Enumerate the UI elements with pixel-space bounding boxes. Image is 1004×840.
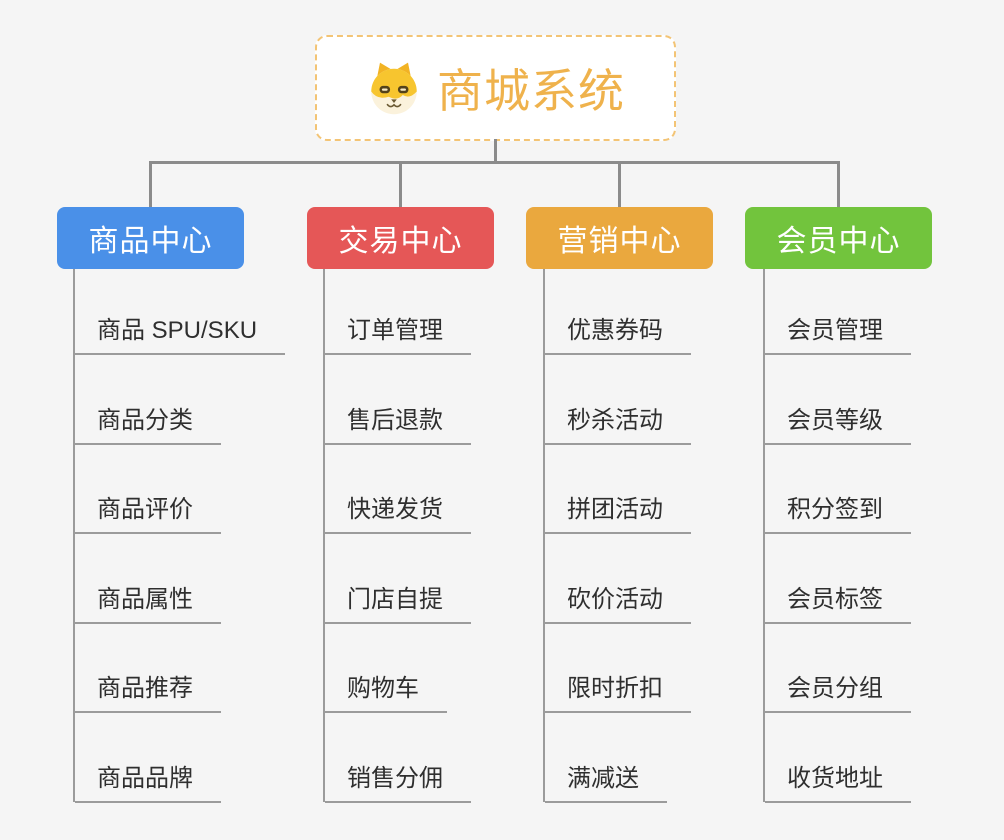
leaf-node[interactable]: 商品推荐: [75, 673, 221, 714]
leaf-node[interactable]: 拼团活动: [545, 494, 691, 535]
leaf-node[interactable]: 快递发货: [325, 494, 471, 535]
branch-children-trade-center: 订单管理售后退款快递发货门店自提购物车销售分佣: [323, 269, 471, 803]
branch-label: 会员中心: [776, 225, 901, 258]
leaf-node[interactable]: 商品品牌: [75, 763, 221, 803]
branch-label: 营销中心: [557, 225, 682, 258]
leaf-node[interactable]: 秒杀活动: [545, 405, 691, 445]
leaf-node[interactable]: 商品分类: [75, 405, 221, 445]
leaf-node[interactable]: 销售分佣: [325, 763, 471, 803]
leaf-node[interactable]: 售后退款: [325, 405, 471, 445]
leaf-node[interactable]: 会员等级: [765, 405, 911, 445]
branch-children-member-center: 会员管理会员等级积分签到会员标签会员分组收货地址: [763, 269, 911, 803]
connector-branch-drop-2: [399, 161, 402, 209]
leaf-node[interactable]: 收货地址: [765, 763, 911, 803]
leaf-node[interactable]: 购物车: [325, 673, 447, 714]
leaf-node[interactable]: 商品评价: [75, 494, 221, 535]
connector-branch-drop-3: [618, 161, 621, 209]
branch-node-product-center[interactable]: 商品中心: [57, 207, 244, 269]
leaf-node[interactable]: 会员标签: [765, 584, 911, 624]
branch-node-member-center[interactable]: 会员中心: [745, 207, 932, 269]
connector-branch-drop-4: [837, 161, 840, 209]
branch-node-trade-center[interactable]: 交易中心: [307, 207, 494, 269]
leaf-node[interactable]: 积分签到: [765, 494, 911, 535]
leaf-node[interactable]: 订单管理: [325, 315, 471, 355]
leaf-node[interactable]: 限时折扣: [545, 673, 691, 714]
branch-children-marketing-center: 优惠券码秒杀活动拼团活动砍价活动限时折扣满减送: [543, 269, 691, 803]
root-node-title: 商城系统: [437, 65, 625, 117]
leaf-node[interactable]: 满减送: [545, 763, 667, 803]
branch-node-marketing-center[interactable]: 营销中心: [526, 207, 713, 269]
branch-children-product-center: 商品 SPU/SKU 商品分类商品评价商品属性商品推荐商品品牌: [73, 269, 286, 803]
connector-trunk: [149, 161, 840, 164]
leaf-node[interactable]: 门店自提: [325, 584, 471, 624]
branch-label: 交易中心: [338, 225, 463, 258]
branch-label: 商品中心: [88, 225, 213, 258]
connector-root-drop: [494, 139, 497, 163]
leaf-node[interactable]: 商品 SPU/SKU: [75, 315, 286, 355]
leaf-node[interactable]: 会员分组: [765, 673, 911, 714]
root-node[interactable]: 商城系统: [315, 35, 676, 141]
leaf-node[interactable]: 商品属性: [75, 584, 221, 624]
leaf-node[interactable]: 优惠券码: [545, 315, 691, 355]
dog-face-icon: [371, 62, 417, 115]
leaf-node[interactable]: 会员管理: [765, 315, 911, 355]
leaf-node[interactable]: 砍价活动: [545, 584, 691, 624]
connector-branch-drop-1: [149, 161, 152, 209]
